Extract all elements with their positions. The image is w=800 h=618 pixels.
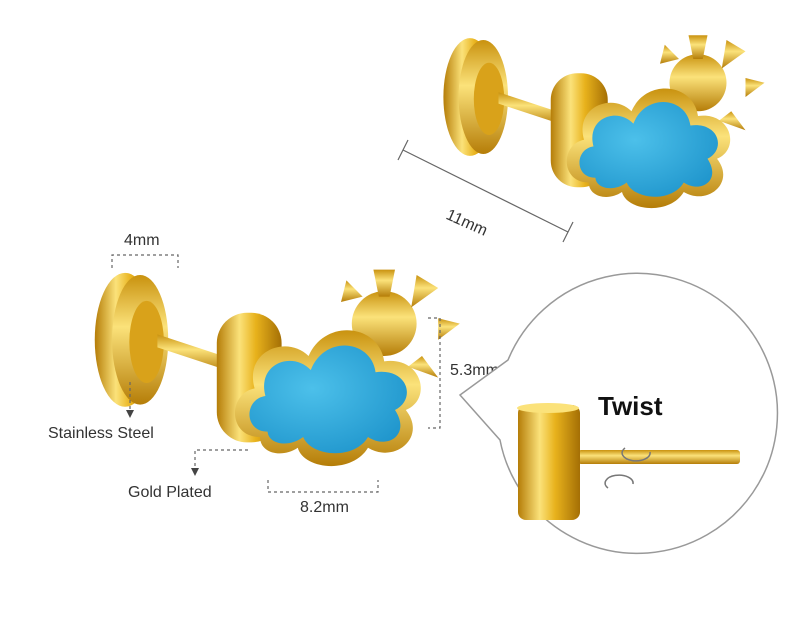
width-label: 8.2mm [300, 499, 349, 516]
stainless-steel-label: Stainless Steel [48, 425, 154, 442]
twist-callout: Twist [458, 272, 779, 555]
top-earring [443, 35, 765, 209]
twist-label: Twist [598, 391, 663, 421]
back-width-label: 4mm [124, 232, 160, 249]
gold-plated-label: Gold Plated [128, 484, 212, 501]
dimension-lines [111, 139, 574, 493]
rotate-arrow-icon [604, 447, 651, 489]
length-label: 11mm [443, 207, 489, 240]
